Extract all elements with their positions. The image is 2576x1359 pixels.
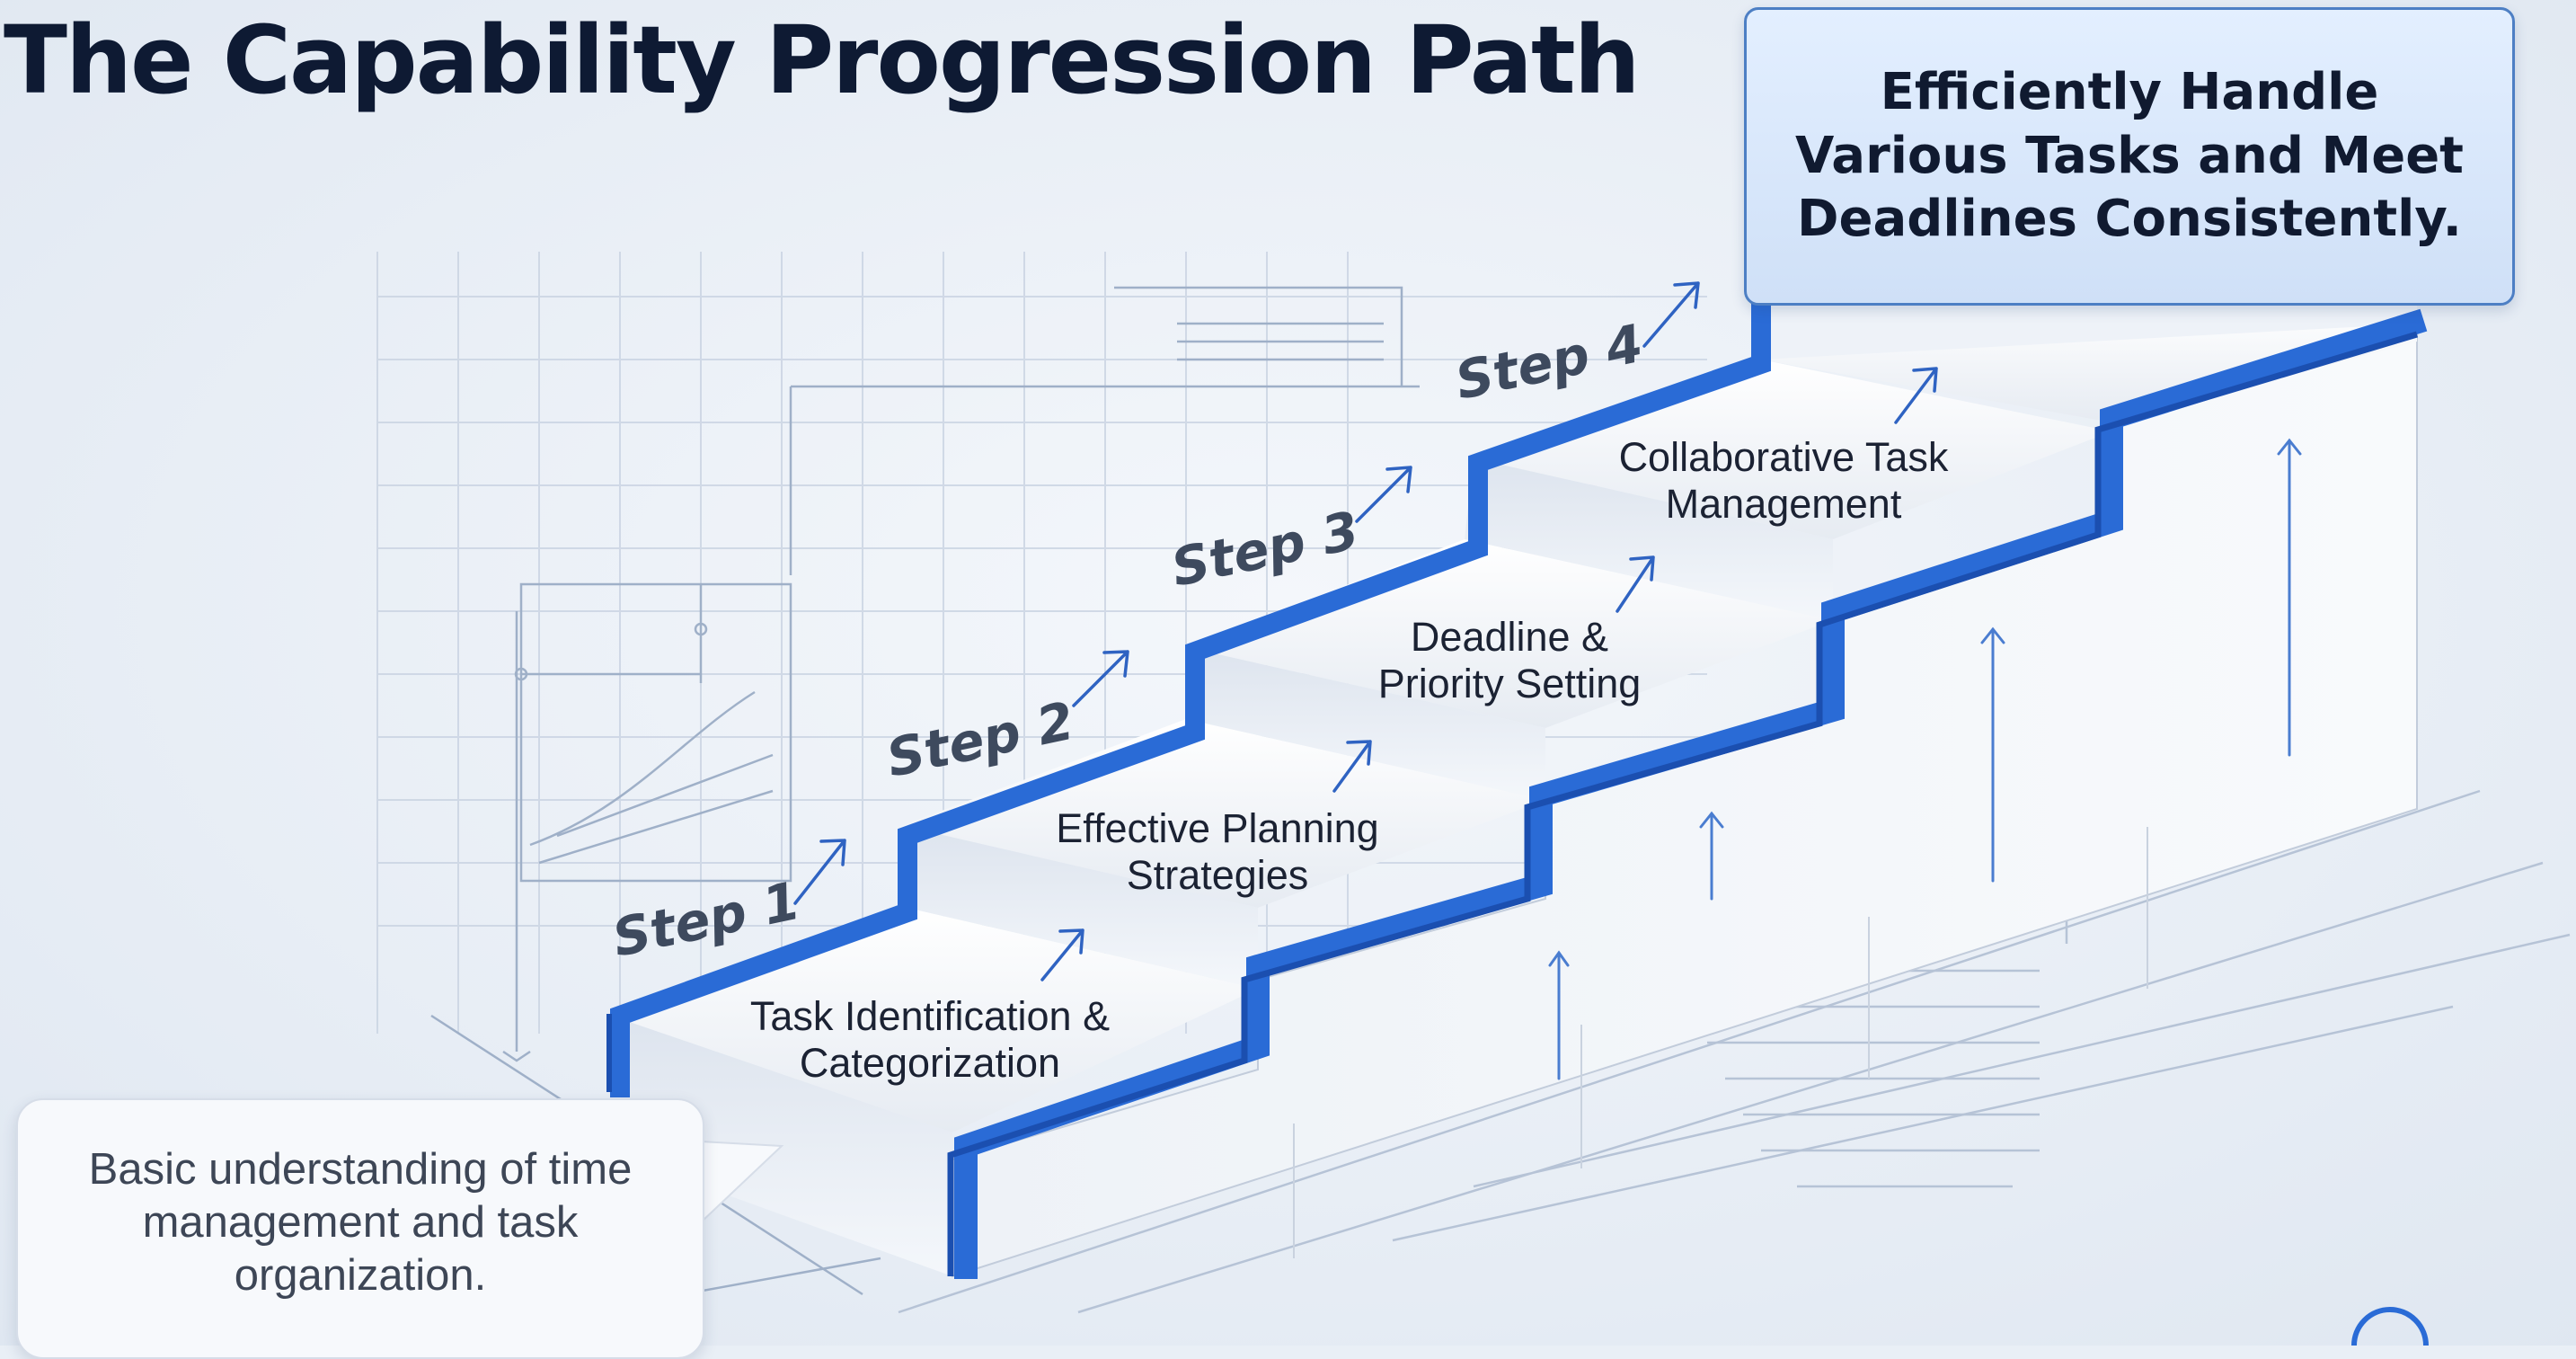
sketch-details <box>430 286 1420 1296</box>
step-2-skill: Effective Planning Strategies <box>1056 805 1379 899</box>
step-1-skill: Task Identification & Categorization <box>749 993 1111 1087</box>
staircase <box>606 300 2428 1279</box>
rising-arrows <box>1548 438 2302 1080</box>
goal-text: Efficiently Handle Various Tasks and Mee… <box>1795 63 2464 249</box>
start-text: Basic understanding of time management a… <box>88 1145 633 1300</box>
page-title: The Capability Progression Path <box>4 5 1641 115</box>
step-4-skill: Collaborative Task Management <box>1618 434 1949 528</box>
corner-arc <box>2351 1307 2429 1346</box>
goal-callout: Efficiently Handle Various Tasks and Mee… <box>1744 7 2515 306</box>
arrow-icons <box>793 281 1938 982</box>
start-callout: Basic understanding of time management a… <box>16 1098 704 1359</box>
step-3-skill: Deadline & Priority Setting <box>1377 614 1642 707</box>
